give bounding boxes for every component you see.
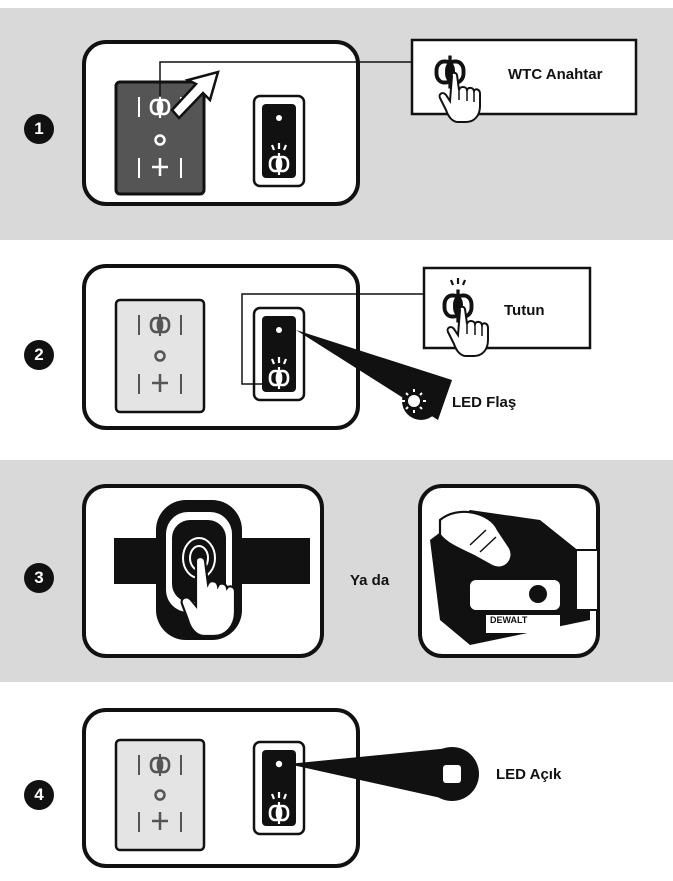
step-4-led-label: LED Açık — [496, 766, 562, 783]
step-4-led-beam — [288, 748, 450, 800]
step-3-or-label: Ya da — [350, 572, 390, 589]
step-1-press-arrow-icon — [170, 70, 220, 120]
step-2-callout-label: Tutun — [504, 302, 545, 319]
step-3-number-badge: 3 — [24, 563, 54, 593]
step-1-callout-line — [159, 61, 412, 97]
step-1-callout-label: WTC Anahtar — [508, 66, 603, 83]
step-2-callout-line — [241, 293, 424, 385]
step-4-number-badge: 4 — [24, 780, 54, 810]
step-2-number-badge: 2 — [24, 340, 54, 370]
step-3 — [0, 460, 673, 682]
step-1 — [0, 8, 673, 240]
step-2 — [82, 264, 592, 430]
step-4-led-on-icon — [443, 765, 461, 783]
step-3-brand-label: DEWALT — [490, 615, 528, 625]
step-2-led-label: LED Flaş — [452, 394, 517, 411]
step-2-led-flash-icon — [402, 389, 426, 413]
step-1-number-badge: 1 — [24, 114, 54, 144]
step-3-hand-icon — [180, 555, 237, 638]
step-4 — [82, 708, 479, 868]
step-3-grip-hand-icon — [438, 510, 513, 569]
